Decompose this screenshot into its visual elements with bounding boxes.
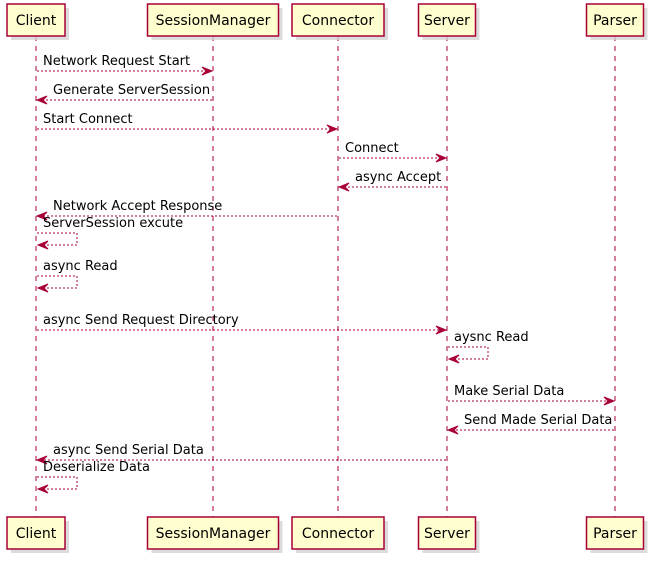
message-label: Generate ServerSession [53,83,210,98]
message-label: Start Connect [43,112,133,127]
arrowhead [337,182,350,192]
participant-sessionmanager-top: SessionManager [146,3,283,40]
arrowhead [35,455,48,465]
message-line [37,232,78,246]
message-3: Start Connect [37,112,339,134]
participant-box [417,3,477,37]
participant-parser-bottom: Parser [585,516,648,553]
arrowhead [35,95,48,105]
participant-label: Connector [302,526,374,542]
participant-connector-top: Connector [291,3,388,40]
arrowhead [326,124,339,134]
participant-box [6,516,66,550]
participant-box [585,3,645,37]
arrowhead [36,283,49,293]
participant-parser-top: Parser [585,3,648,40]
message-11: Make Serial Data [448,384,616,406]
message-13: async Send Serial Data [35,443,446,465]
message-label: Network Accept Response [53,199,222,214]
arrowhead [447,354,460,364]
message-8: async Read [36,259,118,293]
message-1: Network Request Start [37,54,214,76]
participant-label: Server [424,13,470,29]
message-label: async Accept [355,170,441,185]
message-label: Deserialize Data [43,460,150,475]
message-10: aysnc Read [447,330,529,364]
message-6: Network Accept Response [35,199,337,221]
arrowhead [36,240,49,250]
participant-label: SessionManager [156,526,271,542]
message-label: async Send Serial Data [53,443,204,458]
participant-label: Connector [302,13,374,29]
participant-label: Client [16,526,57,542]
participant-server-top: Server [417,3,480,40]
participant-box [291,516,385,550]
participant-sessionmanager-bottom: SessionManager [146,516,283,553]
lifelines [35,36,616,517]
participant-label: Server [424,526,470,542]
arrowhead [201,66,214,76]
message-5: async Accept [337,170,446,192]
participant-label: SessionManager [156,13,271,29]
message-4: Connect [339,141,448,163]
message-label: Network Request Start [43,54,190,69]
message-label: Make Serial Data [454,384,564,399]
participant-label: Client [16,13,57,29]
message-line [448,346,489,360]
message-line [37,275,78,289]
participant-box [291,3,385,37]
participant-box [585,516,645,550]
arrowhead [36,484,49,494]
participant-client-bottom: Client [6,516,69,553]
participant-box [146,3,280,37]
message-12: Send Made Serial Data [446,413,614,435]
message-label: aysnc Read [454,330,529,345]
participant-box [417,516,477,550]
participant-box [146,516,280,550]
participants-top: Client SessionManager Connector Server Parse… [6,3,648,40]
message-label: async Read [43,259,118,274]
participant-server-bottom: Server [417,516,480,553]
participants-bottom: Client SessionManager Connector Server Parse… [6,516,648,553]
message-label: ServerSession excute [43,216,183,231]
message-label: async Send Request Directory [43,313,239,328]
arrowhead [435,325,448,335]
message-9: async Send Request Directory [37,313,448,335]
participant-client-top: Client [6,3,69,40]
message-label: Connect [345,141,399,156]
arrowhead [435,153,448,163]
message-line [37,476,78,490]
participant-label: Parser [593,526,637,542]
message-label: Send Made Serial Data [464,413,612,428]
arrowhead [35,211,48,221]
participant-label: Parser [593,13,637,29]
arrowhead [446,425,459,435]
arrowhead [603,396,616,406]
message-2: Generate ServerSession [35,83,212,105]
participant-connector-bottom: Connector [291,516,388,553]
message-7: ServerSession excute [36,216,183,250]
participant-box [6,3,66,37]
message-14: Deserialize Data [36,460,150,494]
